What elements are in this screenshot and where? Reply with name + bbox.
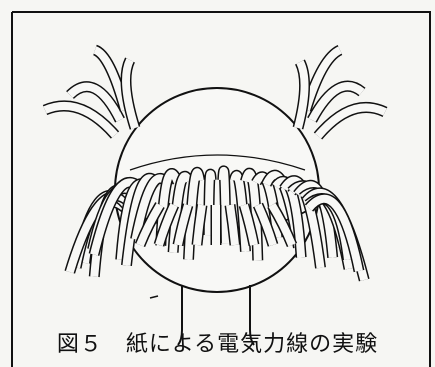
paper-strip-fill bbox=[204, 170, 216, 236]
paper-strip-fill bbox=[305, 194, 363, 272]
paper-strip-fill bbox=[136, 202, 164, 247]
paper-strip-fill bbox=[93, 46, 129, 112]
paper-strip-fill bbox=[308, 82, 365, 122]
paper-strip-fill bbox=[314, 103, 387, 139]
paper-strip-fill bbox=[184, 168, 204, 260]
paper-strips bbox=[42, 44, 388, 282]
paper-strip-fill bbox=[67, 82, 124, 122]
paper-strip-fill bbox=[226, 204, 239, 246]
figure-caption: 図５ 紙による電気力線の実験 bbox=[56, 332, 379, 357]
paper-strip-fill bbox=[294, 60, 309, 130]
paper-strip-fill bbox=[65, 192, 131, 274]
paper-strip-fill bbox=[254, 203, 277, 247]
paper-strip-fill bbox=[272, 177, 306, 258]
paper-strip-fill bbox=[218, 166, 230, 244]
sphere-band-upper bbox=[129, 154, 306, 171]
paper-strip-fill bbox=[230, 171, 250, 252]
paper-strip-fill bbox=[268, 202, 296, 247]
paper-strip-fill bbox=[43, 101, 119, 138]
paper-strip-fill bbox=[193, 204, 206, 246]
paper-strip-fill bbox=[169, 172, 193, 253]
paper-strip-fill bbox=[155, 203, 178, 247]
paper-strip-fill bbox=[122, 58, 139, 130]
paper-strip-fill bbox=[174, 203, 192, 246]
support-stand bbox=[177, 285, 255, 346]
dash-mark bbox=[149, 295, 159, 299]
figure-border bbox=[11, 11, 431, 367]
paper-strip-fill bbox=[240, 203, 258, 246]
